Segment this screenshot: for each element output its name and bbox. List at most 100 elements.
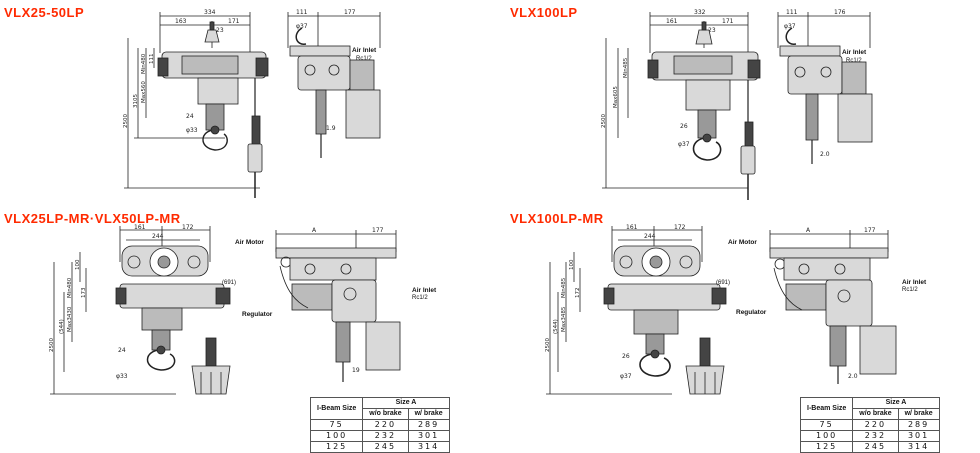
callout-regulator: Regulator: [736, 309, 767, 316]
dimension-drawing-vlx25lp-mr: 161 172 244 2500 (544) Max3430 Min480 10…: [49, 224, 437, 395]
dim-vertical-outer: 2500: [123, 114, 129, 128]
dim-hook-width: 26: [622, 353, 630, 360]
dim-side-b: 177: [344, 9, 356, 16]
model-title-vlx100lp-mr: VLX100LP-MR: [510, 211, 604, 226]
cell-with-brake: 314: [897, 441, 940, 453]
side-view-hoist: [275, 247, 401, 382]
cell-without-brake: 232: [852, 430, 899, 442]
header-without-brake: w/o brake: [362, 408, 409, 420]
table-row: 75 220 289: [799, 419, 940, 431]
header-ibeam-size: I-Beam Size: [309, 397, 364, 420]
cell-without-brake: 245: [362, 441, 409, 453]
callout-air-motor: Air Motor: [728, 239, 757, 246]
callout-air-inlet: Air Inlet: [412, 287, 437, 294]
dimension-drawing-vlx100lp: 332 161 171 23 2500 Max605 Min485 26 φ37: [601, 9, 873, 200]
front-view-hoist: [603, 245, 727, 395]
side-view-hoist: [779, 27, 873, 164]
table-row: 75 220 289: [309, 419, 450, 431]
dim-vertical-headroom: Max3485: [561, 306, 567, 332]
size-table-vlx25lp-mr: I-Beam Size Size A w/o brake w/ brake 75…: [309, 397, 450, 453]
dim-hook-diameter: φ37: [620, 373, 632, 380]
dim-vertical-lift: 3105: [133, 94, 139, 108]
model-title-vlx25-50lp: VLX25-50LP: [4, 5, 85, 20]
dimension-drawing-vlx25-50lp: 334 163 171 23 2500 3105 Max560 Min480 1…: [123, 9, 381, 198]
dim-vertical-100: 100: [75, 259, 81, 270]
dim-side-b: 177: [372, 227, 384, 234]
dim-side-b: 177: [864, 227, 876, 234]
dim-left-width: 161: [666, 18, 678, 25]
dim-vertical-544: (544): [59, 319, 65, 334]
cell-with-brake: 289: [897, 419, 940, 431]
dim-left-width: 161: [134, 224, 146, 231]
dim-vertical-headroom: Max605: [613, 86, 619, 108]
dim-hook-diameter: φ33: [186, 127, 198, 134]
side-view-hoist: [769, 247, 897, 384]
callout-air-inlet-spec: Rc1/2: [412, 295, 428, 301]
callout-air-inlet-spec: Rc1/2: [356, 56, 372, 62]
dim-vertical-172: 172: [575, 288, 581, 299]
dim-vertical-small: 111: [149, 54, 155, 65]
dim-top-total: 332: [694, 9, 706, 16]
table-row: 125 245 314: [799, 441, 940, 453]
cell-with-brake: 314: [407, 441, 450, 453]
dim-side-diameter: φ37: [296, 23, 308, 30]
dim-hook-width: 26: [680, 123, 688, 130]
cell-ibeam: 100: [309, 430, 364, 442]
dim-hook-width: 24: [118, 347, 126, 354]
dim-left-width: 161: [626, 224, 638, 231]
dim-right-width: 172: [674, 224, 686, 231]
dim-side-a: 111: [296, 9, 308, 16]
header-ibeam-size: I-Beam Size: [799, 397, 854, 420]
dim-side-a: 111: [786, 9, 798, 16]
dim-vertical-outer: 2500: [545, 338, 551, 352]
dim-wall: 2.0: [848, 373, 858, 380]
dim-ref-691: (691): [222, 280, 236, 286]
header-with-brake: w/ brake: [897, 408, 940, 420]
cell-ibeam: 75: [309, 419, 364, 431]
dim-vertical-outer: 2500: [601, 114, 607, 128]
dim-mid-width: 244: [644, 233, 656, 240]
dim-vertical-headroom: Max3430: [67, 306, 73, 332]
cell-with-brake: 301: [897, 430, 940, 442]
dim-vertical-544: (544): [553, 319, 559, 334]
cell-ibeam: 100: [799, 430, 854, 442]
model-title-vlx25lp-mr-vlx50lp-mr: VLX25LP-MR·VLX50LP-MR: [4, 211, 181, 226]
dim-right-width: 171: [228, 18, 240, 25]
dim-ref-691: (691): [716, 280, 730, 286]
cell-with-brake: 289: [407, 419, 450, 431]
cell-ibeam: 125: [799, 441, 854, 453]
dim-side-a: A: [806, 227, 811, 234]
header-with-brake: w/ brake: [407, 408, 450, 420]
dim-hook-diameter: φ33: [116, 373, 128, 380]
callout-air-inlet: Air Inlet: [902, 279, 927, 286]
model-title-vlx100lp: VLX100LP: [510, 5, 578, 20]
dim-vertical-min: Min480: [141, 53, 147, 74]
dim-vertical-min: Min480: [67, 277, 73, 298]
cell-ibeam: 125: [309, 441, 364, 453]
dim-left-width: 163: [175, 18, 187, 25]
dim-vertical-outer: 2500: [49, 338, 55, 352]
dim-wall: 19: [352, 367, 360, 374]
dim-side-b: 176: [834, 9, 846, 16]
front-view-hoist: [647, 21, 761, 200]
cell-without-brake: 220: [362, 419, 409, 431]
header-size-a: Size A: [852, 397, 940, 409]
dim-vertical-173: 173: [81, 287, 87, 298]
dim-vertical-min: Min485: [623, 57, 629, 78]
callout-air-inlet-spec: Rc1/2: [846, 58, 862, 64]
dim-small-a: 23: [216, 27, 224, 34]
dim-side-a: A: [312, 227, 317, 234]
front-view-hoist: [115, 245, 231, 395]
dim-top-total: 334: [204, 9, 216, 16]
table-row: 125 245 314: [309, 441, 450, 453]
cell-without-brake: 220: [852, 419, 899, 431]
dim-wall: 2.0: [820, 151, 830, 158]
callout-regulator: Regulator: [242, 311, 273, 318]
callout-air-inlet-spec: Rc1/2: [902, 287, 918, 293]
cell-ibeam: 75: [799, 419, 854, 431]
cell-without-brake: 245: [852, 441, 899, 453]
callout-air-motor: Air Motor: [235, 239, 264, 246]
dim-wall: 1.9: [326, 125, 336, 132]
header-size-a: Size A: [362, 397, 450, 409]
